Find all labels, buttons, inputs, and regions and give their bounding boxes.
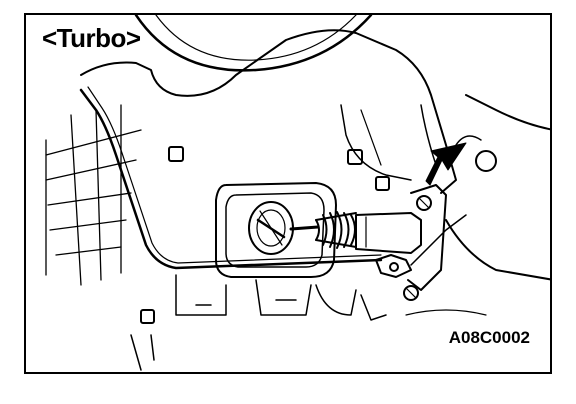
transmission-housing xyxy=(80,29,457,194)
bell-housing-curve xyxy=(134,15,373,72)
cylinder-bracket xyxy=(407,184,447,291)
fork-window-outer xyxy=(215,182,337,278)
transmission-illustration xyxy=(45,15,550,371)
mount-hole xyxy=(475,150,497,172)
clutch-pipe xyxy=(79,88,383,270)
release-cylinder-body xyxy=(355,212,422,254)
figure-code: A08C0002 xyxy=(448,328,530,347)
fork-window-inner xyxy=(225,192,325,268)
figure-title: <Turbo> xyxy=(42,23,141,53)
engine-block-lower xyxy=(445,219,550,281)
push-rod xyxy=(289,225,320,231)
hose-union xyxy=(375,254,412,278)
diagram-frame: <Turbo> A08C0002 xyxy=(24,13,552,374)
lower-casing xyxy=(130,274,387,371)
pointer-arrow-icon xyxy=(425,142,467,186)
case-ribbing xyxy=(45,104,142,286)
bell-housing-inner xyxy=(155,15,357,61)
engine-block-edge xyxy=(465,94,550,131)
housing-bolts xyxy=(140,146,390,324)
